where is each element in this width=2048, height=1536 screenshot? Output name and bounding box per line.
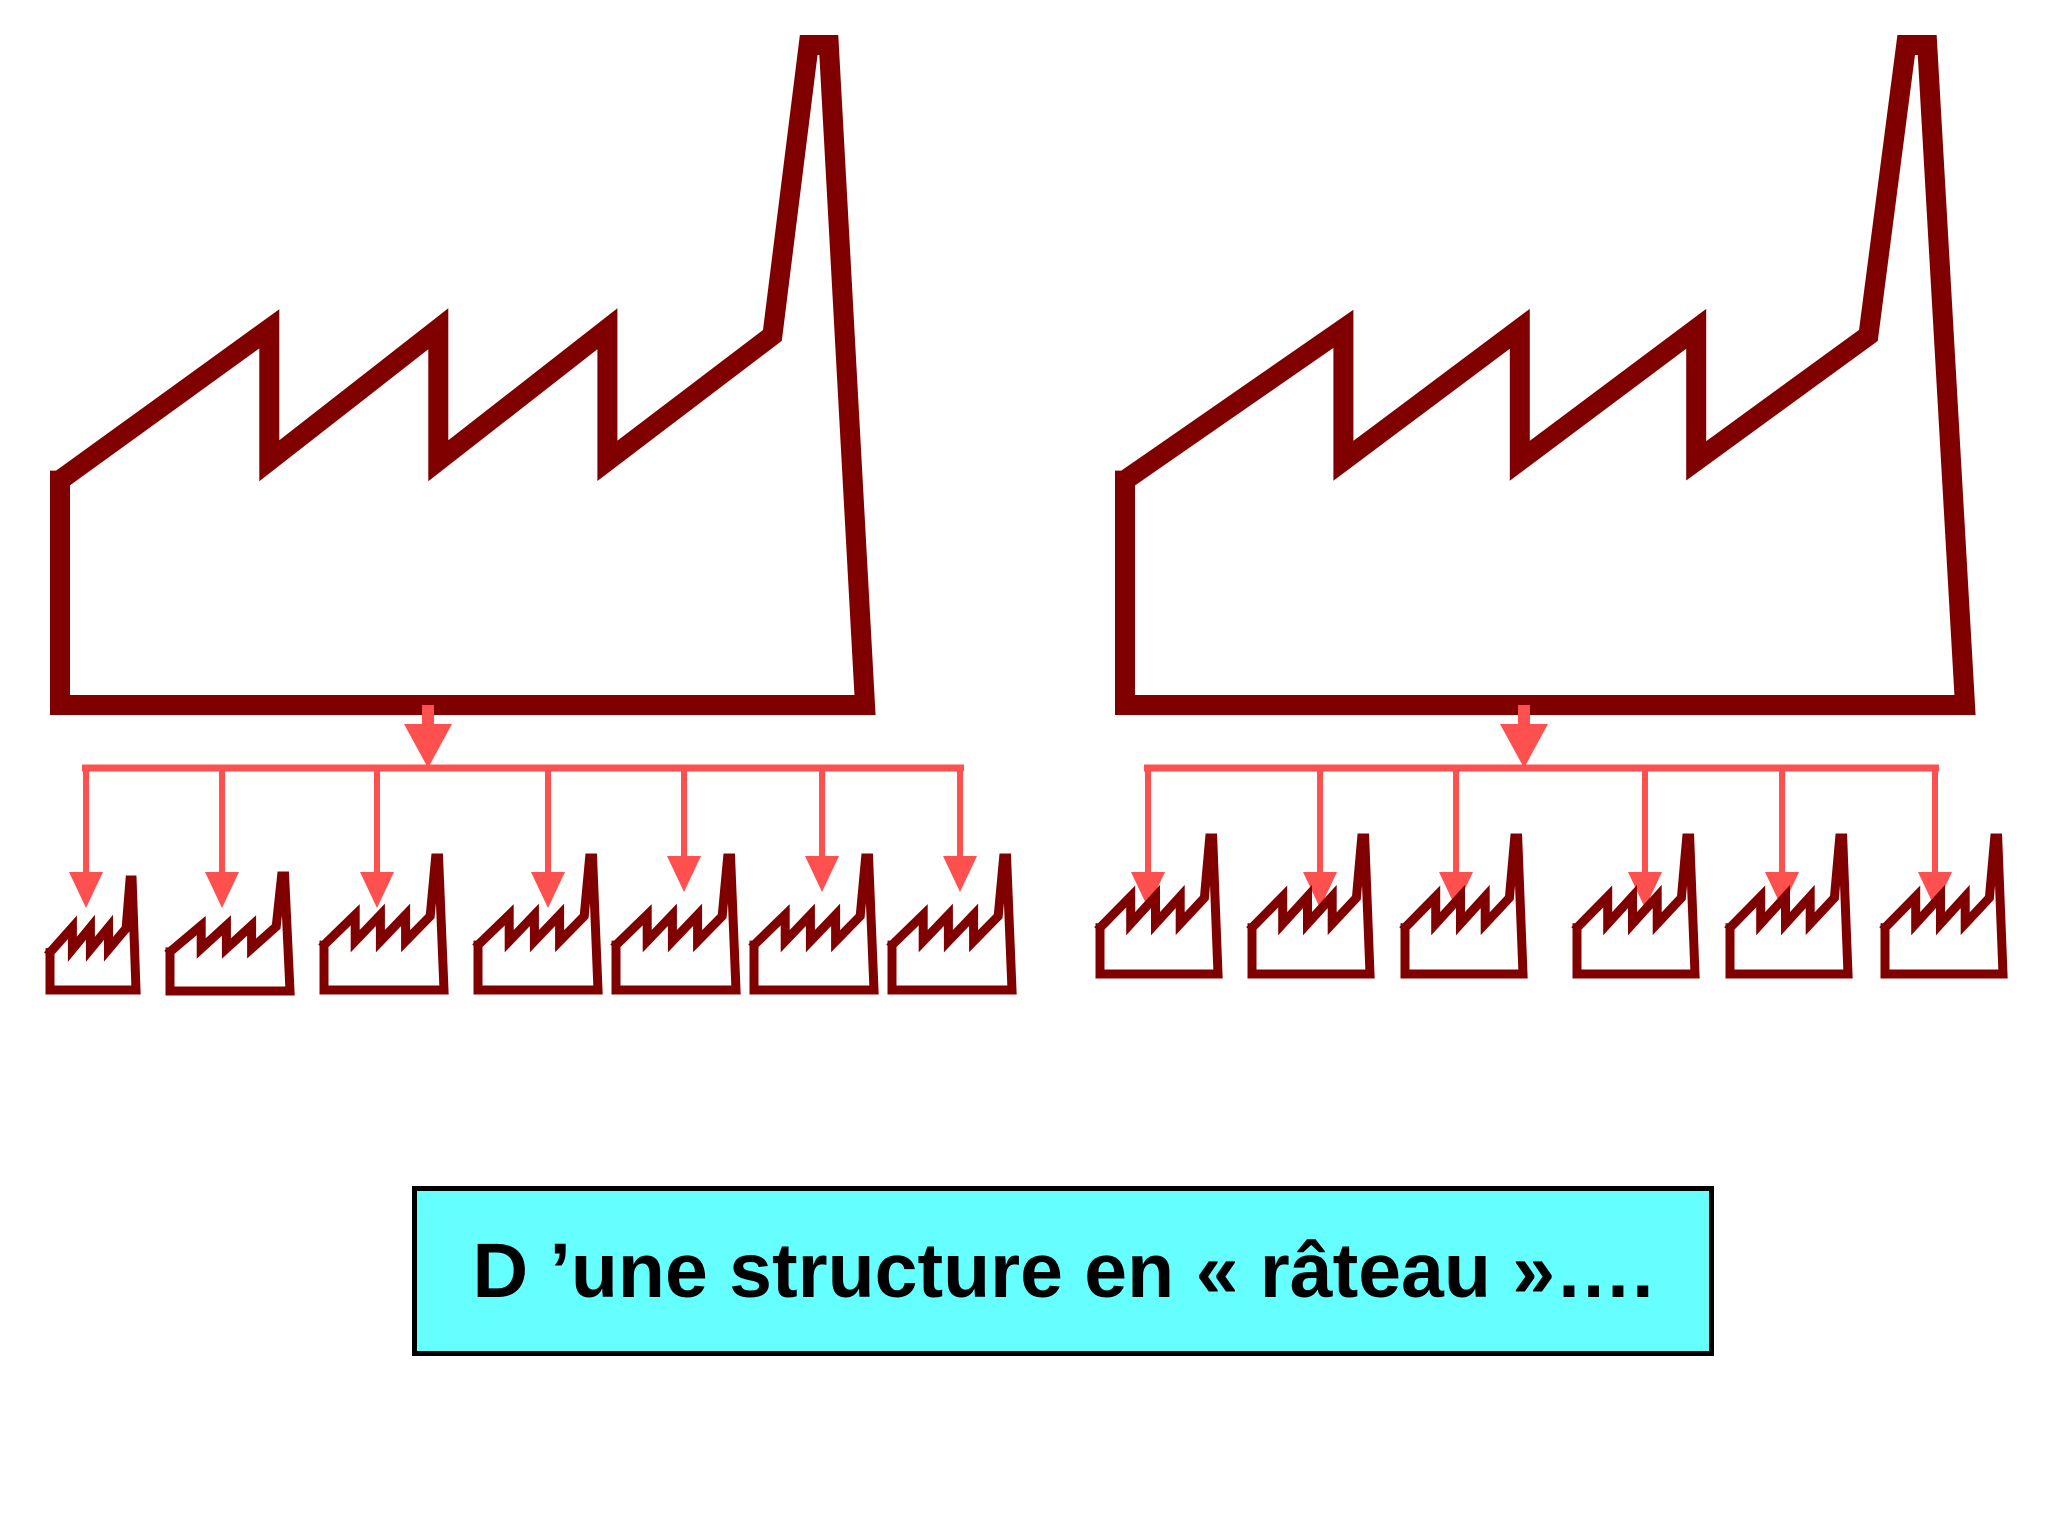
small-factory-left-3-icon [318,853,449,995]
subsidiary-factories [44,833,2008,996]
rake-arrowhead-left-5 [667,856,701,892]
rake-arrowhead-left-7 [943,856,977,892]
rake-arrowhead-right-3 [1439,872,1473,908]
big-factory-left-icon [50,35,876,715]
small-factory-left-2-icon [164,871,295,996]
rake-arrowhead-left-2 [205,872,239,908]
rake-arrowhead-left-1 [69,872,103,908]
small-factory-left-6-icon [748,853,879,995]
small-factory-left-4-icon [472,853,603,995]
rake-stem-arrowhead-right [1500,724,1548,768]
small-factory-right-5-icon [1724,833,1853,979]
rake-connectors [69,705,1952,908]
rake-arrowhead-right-2 [1303,872,1337,908]
small-factory-right-1-icon [1094,833,1223,979]
small-factory-right-6-icon [1879,833,2008,979]
rake-arrowhead-right-6 [1918,872,1952,908]
small-factory-left-7-icon [886,853,1017,995]
rake-arrowhead-left-4 [531,872,565,908]
small-factory-right-4-icon [1571,833,1700,979]
small-factory-left-1-icon [44,875,141,995]
rake-stem-arrowhead-left [404,724,452,768]
rake-arrowhead-left-3 [360,872,394,908]
small-factory-right-2-icon [1246,833,1375,979]
rake-arrowhead-right-1 [1131,872,1165,908]
rake-arrowhead-right-4 [1628,872,1662,908]
caption-text: D ’une structure en « râteau »…. [472,1227,1654,1314]
parent-factories [50,35,1976,715]
rake-arrowhead-left-6 [805,856,839,892]
small-factory-left-5-icon [610,853,741,995]
small-factory-right-3-icon [1399,833,1528,979]
big-factory-right-icon [1115,35,1976,715]
caption-box: D ’une structure en « râteau »…. [412,1186,1714,1356]
rake-arrowhead-right-5 [1765,872,1799,908]
